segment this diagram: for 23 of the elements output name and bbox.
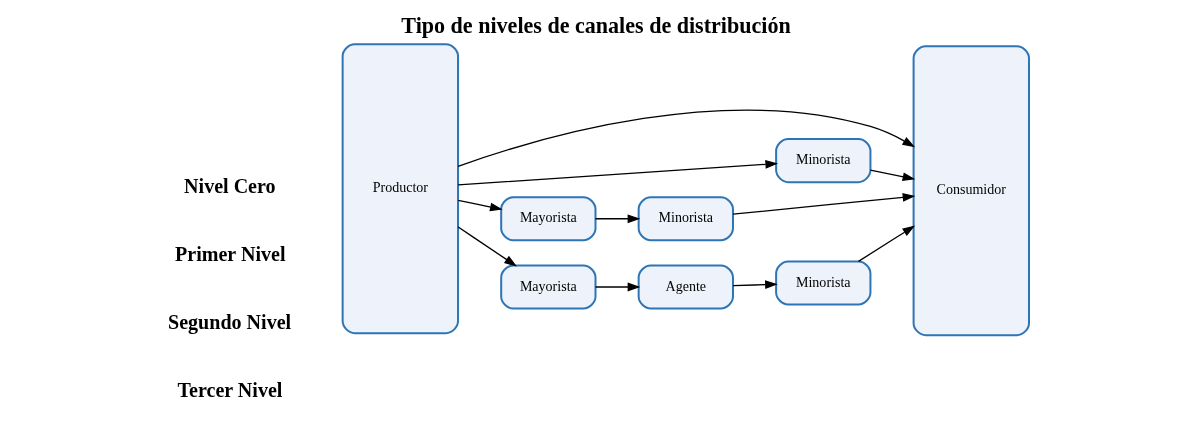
- node-box: Mayorista: [500, 264, 597, 310]
- arrow: [732, 192, 916, 215]
- label: Nivel Cero: [184, 174, 276, 197]
- arrow: [457, 109, 916, 167]
- node-box: Mayorista: [500, 196, 597, 242]
- arrow: [594, 282, 641, 292]
- arrow: [457, 159, 779, 186]
- node-box: Productor: [341, 43, 460, 335]
- node-box: Agente: [637, 264, 734, 310]
- node-box: Minorista: [637, 196, 734, 242]
- label: Tercer Nivel: [177, 379, 283, 402]
- arrow: [732, 280, 778, 290]
- arrow: [457, 226, 517, 267]
- diagram-title: Tipo de niveles de canales de distribución: [401, 12, 791, 38]
- node-box: Consumidor: [912, 45, 1030, 337]
- label: Segundo Nivel: [168, 311, 292, 334]
- node-box: Minorista: [775, 260, 872, 306]
- arrow: [857, 225, 916, 262]
- arrow: [457, 199, 503, 212]
- label: Primer Nivel: [175, 242, 286, 265]
- arrow: [594, 214, 641, 224]
- arrow: [869, 169, 916, 182]
- node-box: Minorista: [775, 138, 872, 184]
